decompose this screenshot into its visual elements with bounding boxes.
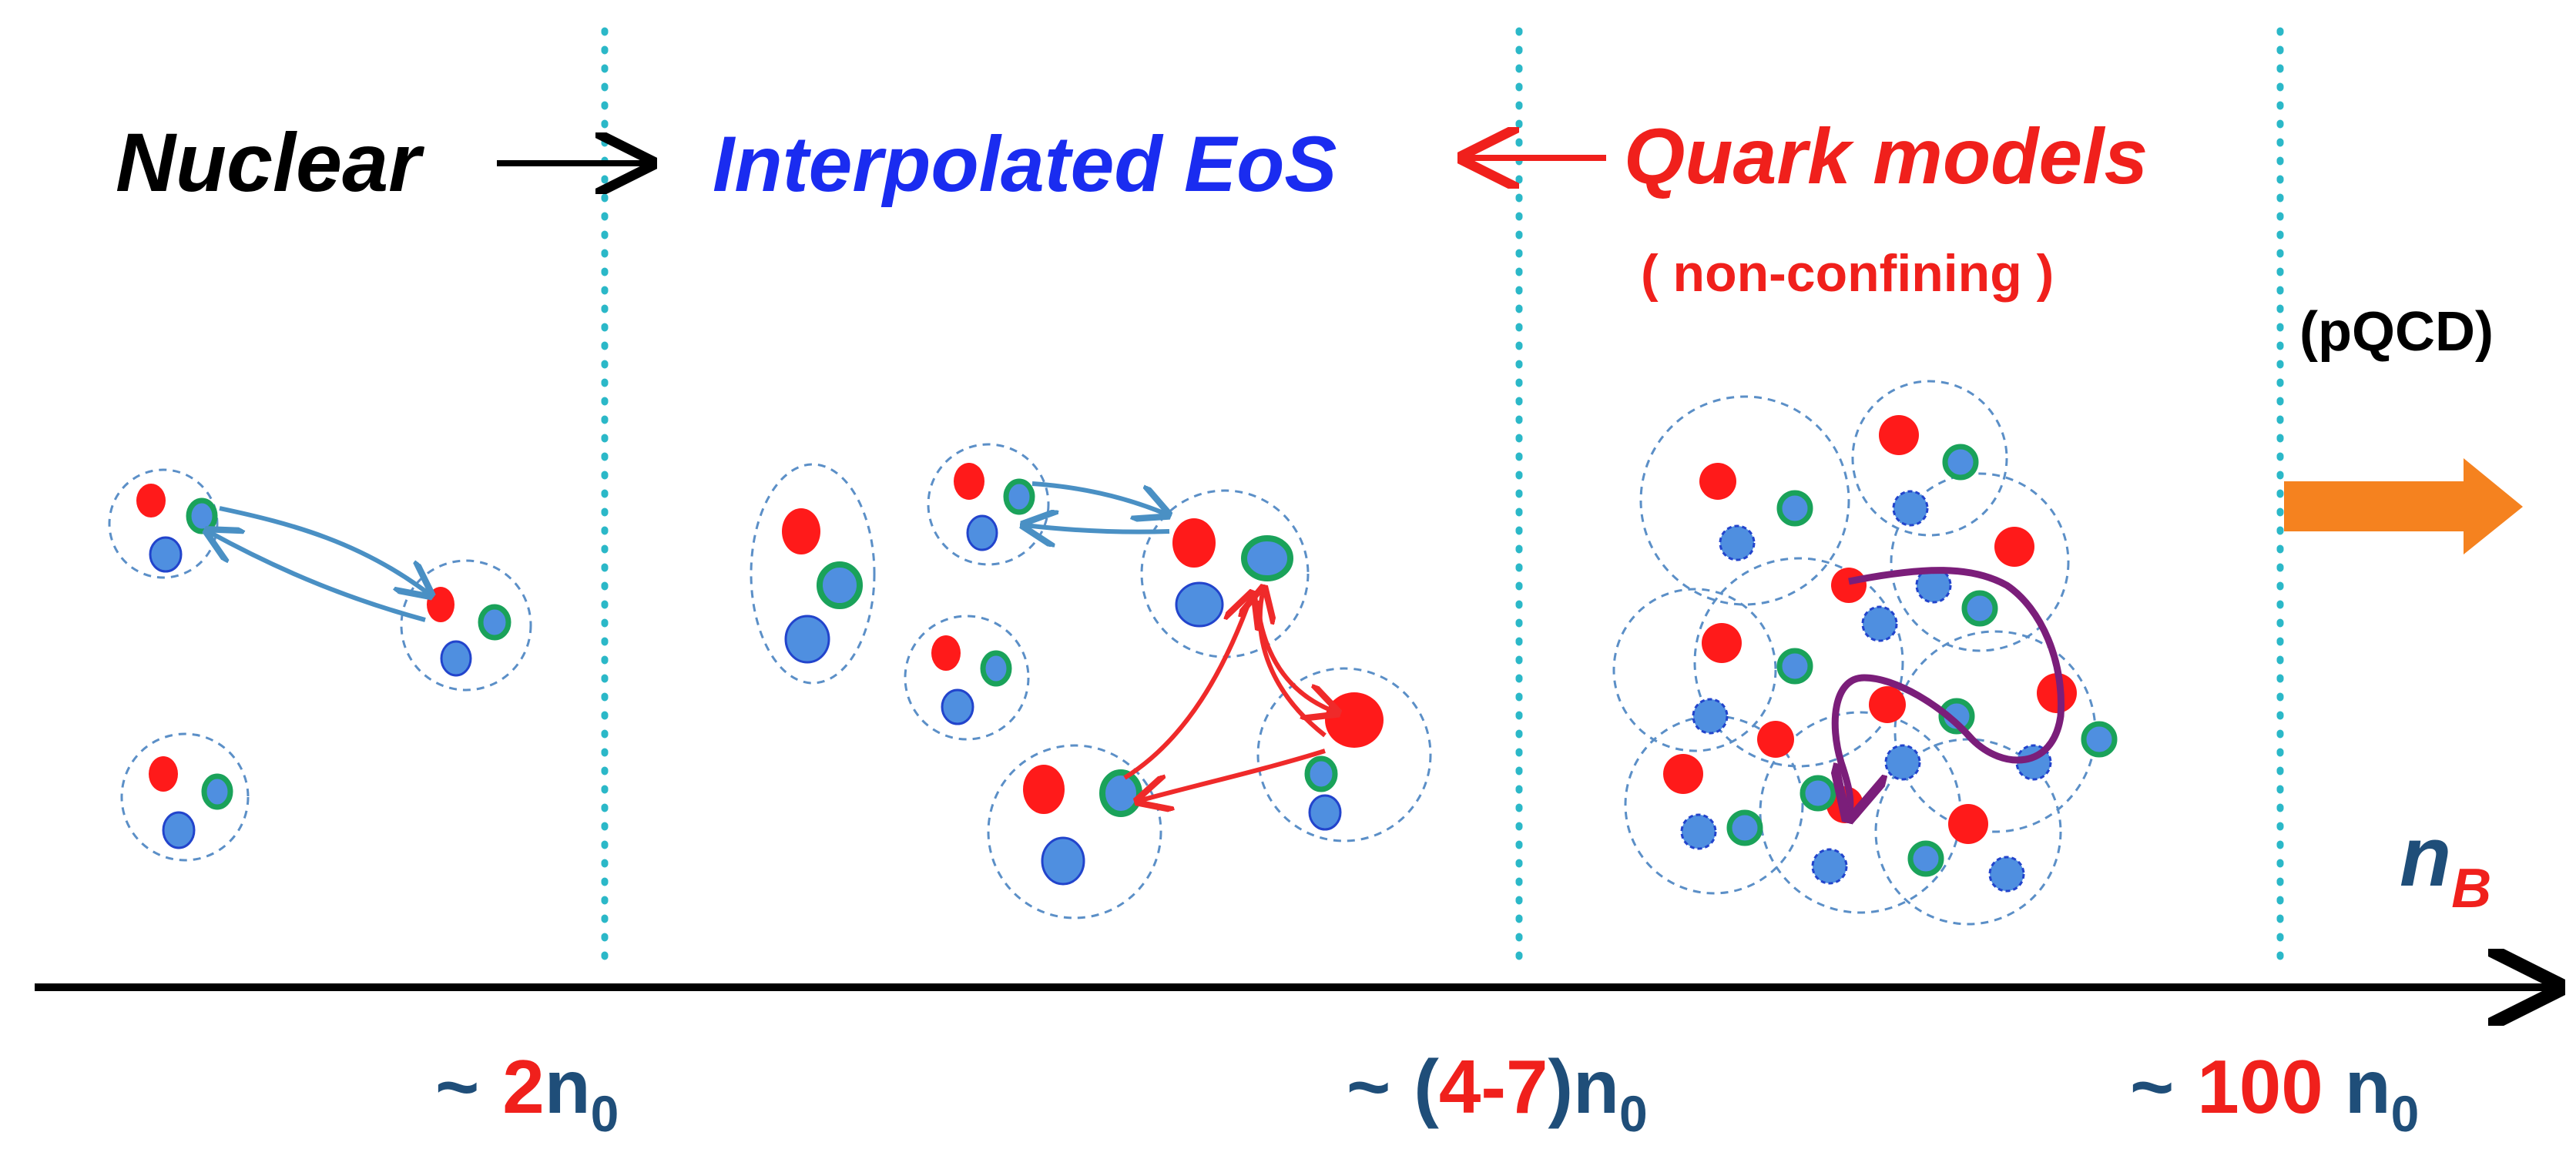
pqcd-label: (pQCD) <box>2299 301 2494 363</box>
tick-label-4-7n0: ~(4-7)n0 <box>1347 1044 1648 1142</box>
tick-label-2n0: ~2n0 <box>435 1044 619 1142</box>
quark-models-label: Quark models <box>1624 112 2148 200</box>
interpolated-eos-label: Interpolated EoS <box>713 120 1337 208</box>
non-confining-label: ( non-confining ) <box>1641 244 2054 303</box>
pqcd-direction-arrow <box>2284 458 2523 554</box>
nucleon-cluster-7 <box>1140 489 1310 658</box>
axis-label: nB <box>2400 809 2491 919</box>
axis-n: n <box>2400 809 2451 904</box>
nucleon-cluster-5 <box>927 443 1050 566</box>
exchange-arrow-1a <box>219 506 430 595</box>
nucleon-cluster-1 <box>108 468 219 579</box>
quark-red <box>136 484 166 518</box>
nucleon-cluster-4 <box>750 463 876 685</box>
exchange-arrow-2e <box>1123 595 1252 780</box>
exchange-arrow-2a <box>1031 481 1167 514</box>
exchange-arrow-2b <box>1025 525 1170 532</box>
exchange-arrow-2d <box>1260 589 1327 738</box>
nucleon-cluster-6 <box>904 615 1030 741</box>
nuclear-label: Nuclear <box>116 116 424 209</box>
quark-blue <box>149 536 183 573</box>
deconfined-path-arrow <box>1835 567 2065 816</box>
exchange-arrow-2f <box>1139 749 1326 801</box>
nucleon-cluster-3 <box>120 732 250 862</box>
nucleon-cluster-2 <box>400 559 532 692</box>
exchange-arrow-1b <box>208 531 426 622</box>
quark-green <box>186 497 218 534</box>
quark-matter-overlap <box>1612 380 2118 926</box>
axis-sub: B <box>2451 858 2491 919</box>
